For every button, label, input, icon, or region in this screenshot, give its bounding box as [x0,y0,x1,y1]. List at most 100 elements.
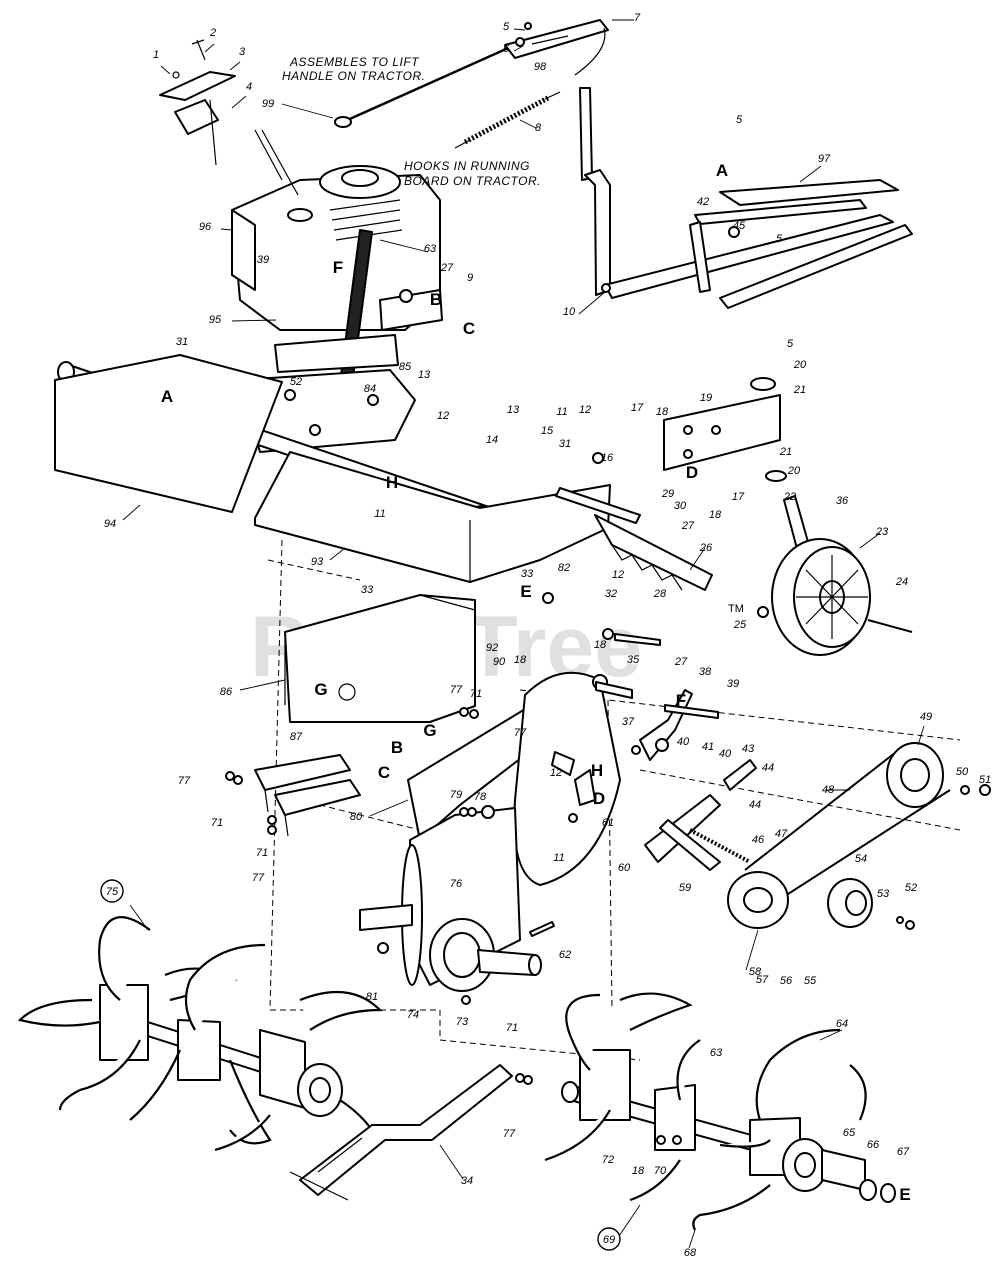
letter-C: C [463,319,475,338]
callout-5: 5 [736,114,743,126]
callout-45: 45 [733,220,746,232]
circled-callouts: 75 69 [100,879,621,1251]
callout-56: 56 [780,975,793,987]
callout-63: 63 [424,243,437,255]
letter-G: G [314,680,327,699]
callout-72: 72 [602,1154,614,1166]
callout-68: 68 [684,1247,697,1259]
tine-assembly-left [17,916,383,1152]
callout-80: 80 [350,811,363,823]
callout-61: 61 [602,817,614,829]
callout-96: 96 [199,221,212,233]
callout-34: 34 [461,1175,473,1187]
callout-32: 32 [605,588,617,600]
callout-37: 37 [622,716,635,728]
callout-27: 27 [674,656,688,668]
callout-84: 84 [364,383,376,395]
callout-77: 77 [178,775,191,787]
letter-D: D [686,463,698,482]
callout-53: 53 [877,888,890,900]
spring [454,91,561,149]
callout-40: 40 [719,748,732,760]
callout-40: 40 [677,736,690,748]
callout-10: 10 [563,306,576,318]
callout-62: 62 [559,949,571,961]
callout-5: 5 [776,233,783,245]
callout-71: 71 [506,1022,518,1034]
letter-C: C [378,763,390,782]
callout-63: 63 [710,1047,723,1059]
callout-44: 44 [762,762,774,774]
callout-28: 28 [653,588,667,600]
circled-callout-69: 69 [597,1227,621,1251]
watermark-tm: TM [728,603,744,615]
callout-82: 82 [558,562,570,574]
callout-52: 52 [290,376,302,388]
callout-2: 2 [209,27,216,39]
callout-81: 81 [366,991,378,1003]
lift-frame [579,87,913,309]
callout-42: 42 [697,196,709,208]
callout-35: 35 [627,654,640,666]
callout-64: 64 [836,1018,848,1030]
chain-cover [284,594,476,723]
callout-95: 95 [209,314,222,326]
notes: ASSEMBLES TO LIFT HANDLE ON TRACTOR. HOO… [282,55,541,188]
callout-18: 18 [656,406,669,418]
callout-75: 75 [106,886,119,898]
callout-21: 21 [793,384,806,396]
linkage [574,689,757,871]
note-lift-handle-line2: HANDLE ON TRACTOR. [282,69,425,83]
callout-29: 29 [661,488,674,500]
callout-12: 12 [612,569,624,581]
callout-85: 85 [399,361,412,373]
letter-E: E [520,582,531,601]
note-running-board-line2: BOARD ON TRACTOR. [404,174,541,188]
shield-right [254,451,611,583]
callout-78: 78 [474,791,487,803]
letter-B: B [430,290,442,309]
callout-11: 11 [556,406,567,418]
callout-circle [597,1227,621,1251]
callout-70: 70 [654,1165,667,1177]
callout-47: 47 [775,828,788,840]
callout-43: 43 [742,743,755,755]
callout-52: 52 [905,882,917,894]
note-lift-handle-line1: ASSEMBLES TO LIFT [289,55,420,69]
callout-31: 31 [176,336,188,348]
callout-26: 26 [699,542,713,554]
callout-19: 19 [700,392,712,404]
callout-18: 18 [594,639,607,651]
callout-92: 92 [486,642,498,654]
callout-59: 59 [679,882,691,894]
callout-76: 76 [450,878,463,890]
callout-74: 74 [407,1009,419,1021]
callout-98: 98 [534,61,547,73]
callout-51: 51 [979,774,991,786]
letter-A: A [161,387,173,406]
callout-11: 11 [553,852,564,864]
callout-9: 9 [467,272,473,284]
letter-B: B [391,738,403,757]
callout-17: 17 [732,491,745,503]
callout-73: 73 [456,1016,469,1028]
depth-lever-bracket [159,39,236,166]
callout-39: 39 [727,678,739,690]
callout-7: 7 [634,12,641,24]
callout-39: 39 [257,254,269,266]
callout-33: 33 [361,584,374,596]
callout-66: 66 [867,1139,880,1151]
letter-E: E [899,1185,910,1204]
callout-86: 86 [220,686,233,698]
callout-25: 25 [733,619,747,631]
letter-D: D [593,789,605,808]
belt-drive [727,742,991,930]
callout-55: 55 [804,975,817,987]
callout-3: 3 [239,46,246,58]
tine-assembly-right [544,992,896,1231]
callout-46: 46 [752,834,765,846]
callout-57: 57 [756,974,769,986]
letter-G: G [423,721,436,740]
